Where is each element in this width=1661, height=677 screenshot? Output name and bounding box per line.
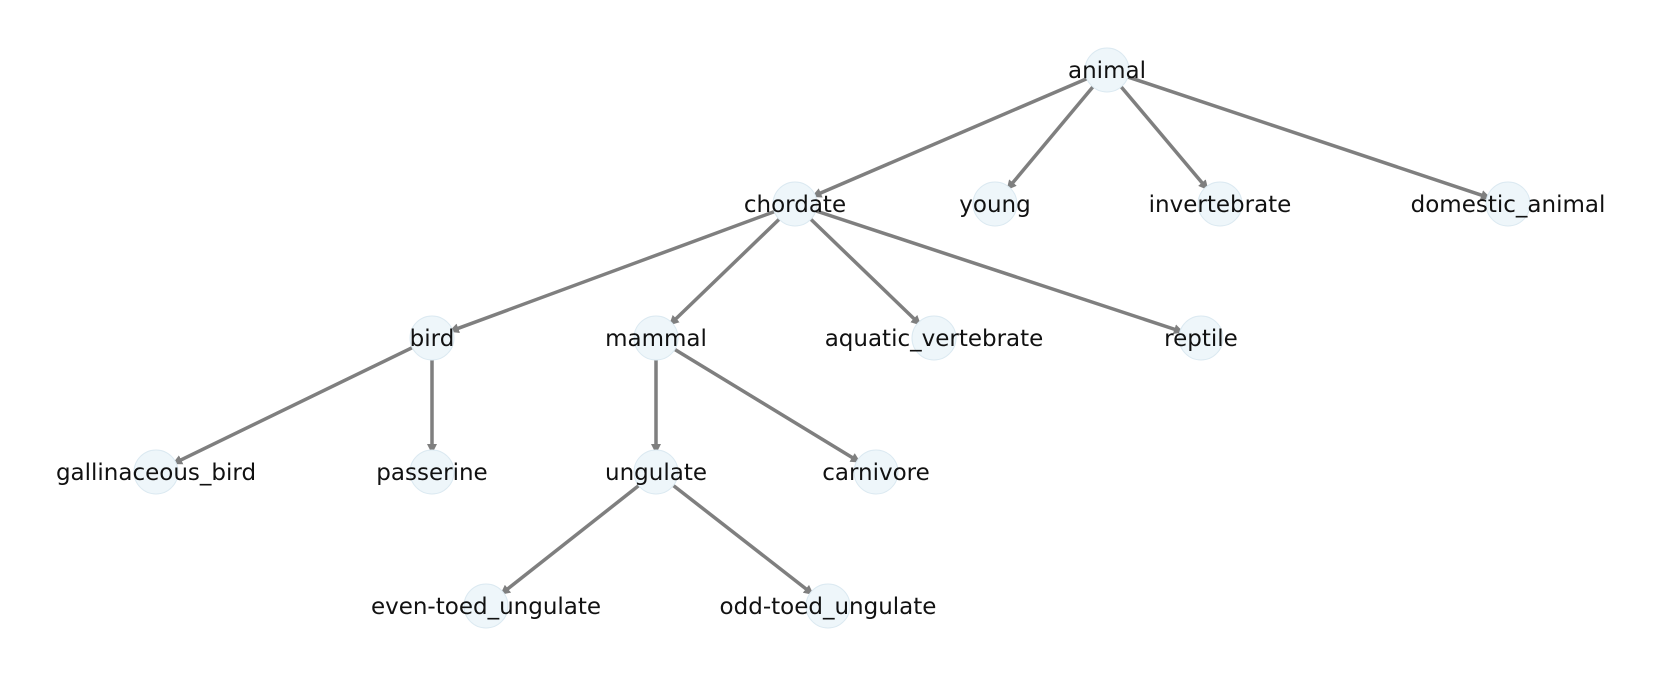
- node-circle: [1084, 47, 1130, 93]
- node-label: passerine: [376, 460, 487, 486]
- node-circle: [409, 315, 455, 361]
- node-even-toed_ungulate: even-toed_ungulate: [371, 583, 601, 629]
- node-passerine: passerine: [376, 449, 488, 495]
- node-invertebrate: invertebrate: [1149, 181, 1292, 227]
- node-circle: [633, 449, 679, 495]
- nodes-layer: animal chordate young invertebrate domestic_…: [56, 47, 1606, 629]
- node-carnivore: carnivore: [822, 449, 930, 495]
- edge-ungulate-to-odd-toed_ungulate: [665, 478, 814, 596]
- node-circle: [853, 449, 899, 495]
- edge-animal-to-young: [1006, 79, 1100, 191]
- node-label: gallinaceous_bird: [56, 460, 256, 486]
- node-chordate: chordate: [744, 181, 846, 227]
- node-label: even-toed_ungulate: [371, 594, 601, 620]
- edges-layer: [172, 72, 1491, 596]
- node-domestic_animal: domestic_animal: [1411, 181, 1606, 227]
- node-label: odd-toed_ungulate: [720, 594, 937, 620]
- node-label: bird: [410, 326, 455, 352]
- node-circle: [805, 583, 851, 629]
- node-circle: [911, 315, 957, 361]
- edge-mammal-to-carnivore: [666, 343, 861, 464]
- edge-chordate-to-mammal: [668, 211, 787, 326]
- node-circle: [1178, 315, 1224, 361]
- node-circle: [1197, 181, 1243, 227]
- node-label: domestic_animal: [1411, 192, 1606, 218]
- node-aquatic_vertebrate: aquatic_vertebrate: [825, 315, 1044, 361]
- node-label: animal: [1068, 58, 1146, 84]
- edge-animal-to-domestic_animal: [1118, 72, 1491, 200]
- node-label: chordate: [744, 192, 846, 218]
- node-circle: [972, 181, 1018, 227]
- edge-ungulate-to-even-toed_ungulate: [500, 478, 647, 595]
- node-reptile: reptile: [1164, 315, 1238, 361]
- node-label: invertebrate: [1149, 192, 1292, 218]
- node-animal: animal: [1068, 47, 1146, 93]
- node-circle: [463, 583, 509, 629]
- node-label: ungulate: [605, 460, 707, 486]
- edge-bird-to-gallinaceous_bird: [172, 342, 421, 465]
- edge-chordate-to-aquatic_vertebrate: [803, 211, 922, 326]
- node-young: young: [959, 181, 1031, 227]
- edge-animal-to-invertebrate: [1114, 78, 1209, 191]
- node-label: aquatic_vertebrate: [825, 326, 1044, 352]
- node-label: young: [959, 192, 1030, 218]
- node-circle: [133, 449, 179, 495]
- edge-chordate-to-bird: [448, 206, 784, 333]
- node-circle: [409, 449, 455, 495]
- edge-animal-to-chordate: [811, 73, 1096, 198]
- node-circle: [1485, 181, 1531, 227]
- node-label: reptile: [1164, 326, 1238, 352]
- node-odd-toed_ungulate: odd-toed_ungulate: [720, 583, 937, 629]
- node-mammal: mammal: [605, 315, 707, 361]
- node-bird: bird: [409, 315, 455, 361]
- node-circle: [633, 315, 679, 361]
- node-label: carnivore: [822, 460, 930, 486]
- node-circle: [772, 181, 818, 227]
- node-ungulate: ungulate: [605, 449, 707, 495]
- node-label: mammal: [605, 326, 707, 352]
- edge-chordate-to-reptile: [806, 206, 1184, 334]
- node-gallinaceous_bird: gallinaceous_bird: [56, 449, 256, 495]
